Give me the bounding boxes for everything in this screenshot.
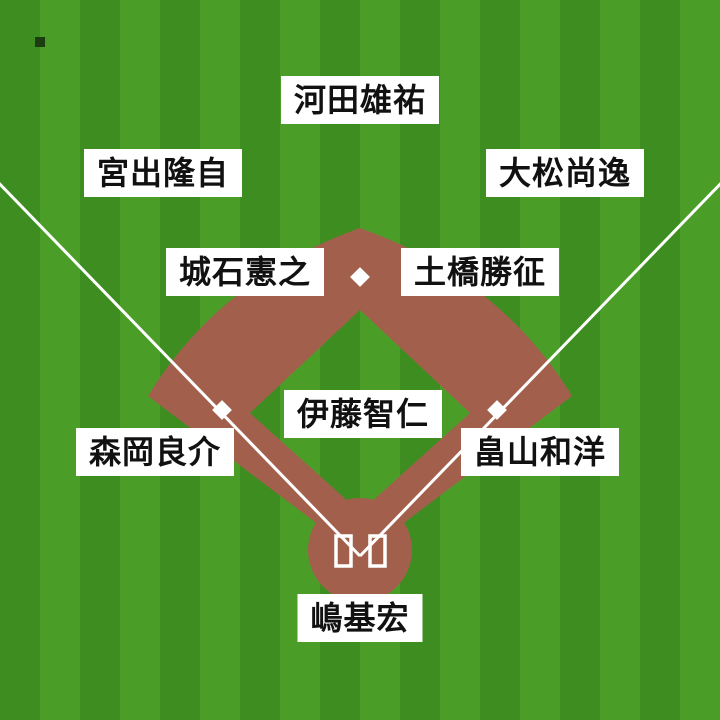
first-base-marker <box>487 400 507 420</box>
label-shortstop: 城石憲之 <box>165 248 325 296</box>
corner-artifact <box>35 37 45 47</box>
third-base-marker <box>212 400 232 420</box>
label-catcher: 嶋基宏 <box>297 594 423 642</box>
label-first-baseman: 畠山和洋 <box>460 428 620 476</box>
home-plate-circle <box>308 498 412 602</box>
label-left-fielder: 宮出隆自 <box>83 149 243 197</box>
left-foul-line <box>0 182 362 558</box>
right-foul-line <box>358 182 720 558</box>
second-base-marker <box>350 267 370 287</box>
label-right-fielder: 大松尚逸 <box>485 149 645 197</box>
label-second-baseman: 土橋勝征 <box>400 248 560 296</box>
batters-box-right <box>368 534 387 568</box>
batters-box-left <box>334 534 353 568</box>
label-center-fielder: 河田雄祐 <box>280 76 440 124</box>
label-pitcher: 伊藤智仁 <box>283 390 443 438</box>
label-third-baseman: 森岡良介 <box>75 428 235 476</box>
